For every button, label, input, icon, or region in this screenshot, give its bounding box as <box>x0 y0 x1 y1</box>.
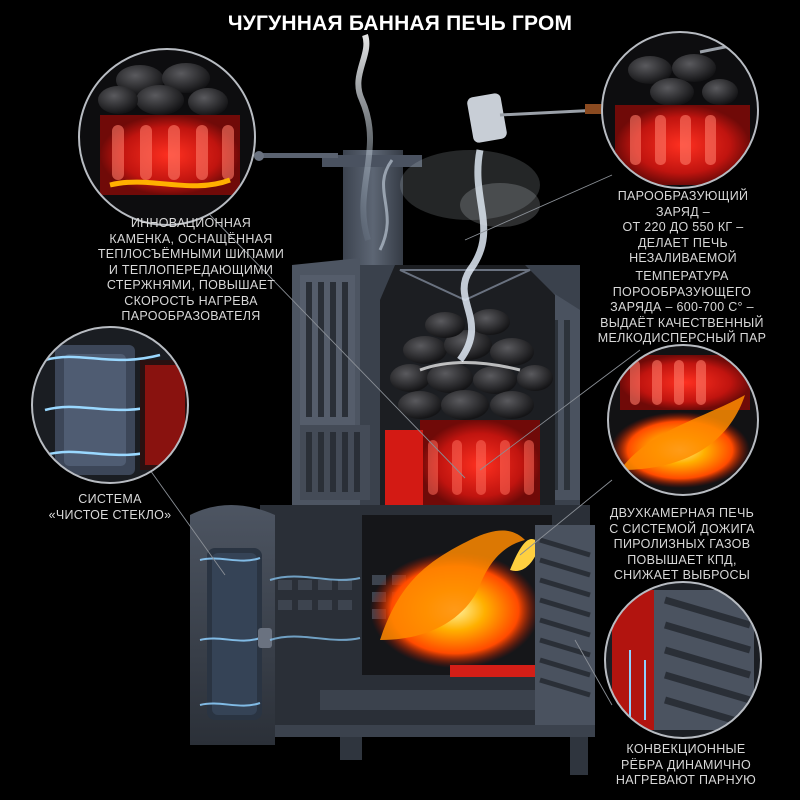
ladle-cup <box>467 93 507 143</box>
chimney-steam <box>355 34 373 241</box>
caption-heater: ИННОВАЦИОННАЯ КАМЕНКА, ОСНАЩЁННАЯ ТЕПЛОС… <box>97 216 285 323</box>
water-stream <box>457 149 488 363</box>
inset-chamber <box>607 344 759 496</box>
caption-charge: ПАРООБРАЗУЮЩИЙ ЗАРЯД – ОТ 220 ДО 550 КГ … <box>617 189 749 265</box>
steam-cloud <box>400 150 540 220</box>
heater-fins-left <box>306 282 360 492</box>
ladle-handle <box>499 108 601 117</box>
door-handle <box>258 628 272 648</box>
inset-ribs <box>604 581 762 739</box>
chimney-collar <box>322 155 422 167</box>
chimney-rod <box>258 153 338 158</box>
stones <box>390 309 553 420</box>
caption-glass: СИСТЕМА «ЧИСТОЕ СТЕКЛО» <box>48 492 172 522</box>
stove-body <box>190 34 607 775</box>
page-title: ЧУГУННАЯ БАННАЯ ПЕЧЬ ГРОМ <box>227 12 573 35</box>
caption-chamber: ДВУХКАМЕРНАЯ ПЕЧЬ С СИСТЕМОЙ ДОЖИГА ПИРО… <box>609 506 755 582</box>
caption-ribs: КОНВЕКЦИОННЫЕ РЁБРА ДИНАМИЧНО НАГРЕВАЮТ … <box>615 742 757 787</box>
chimney <box>343 150 403 270</box>
callout-lines <box>149 174 641 706</box>
caption-temperature: ТЕМПЕРАТУРА ПОРООБРАЗУЮЩЕГО ЗАРЯДА – 600… <box>597 269 767 345</box>
inset-heater <box>78 48 256 226</box>
inset-charge <box>601 31 759 189</box>
inset-glass <box>31 326 189 484</box>
